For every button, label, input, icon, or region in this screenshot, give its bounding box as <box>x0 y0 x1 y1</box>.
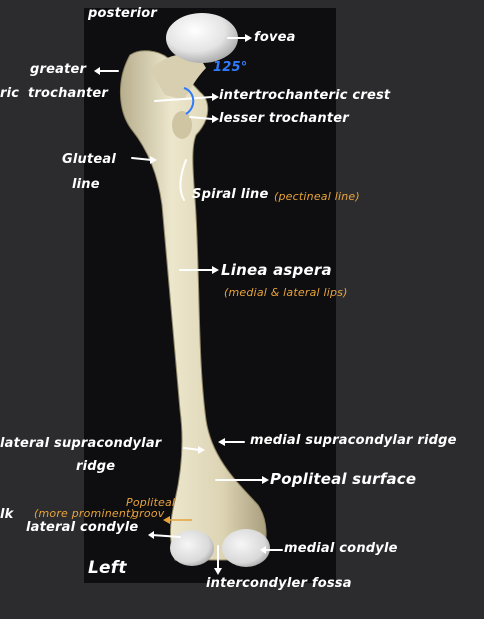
greater-trochanter-label-2: trochanter <box>28 86 108 101</box>
medial-condyle-shape <box>222 529 270 567</box>
more-prominent-label: (more prominent) <box>34 507 135 520</box>
greater-trochanter-label-1: greater <box>30 62 86 77</box>
angle-label: 125° <box>213 60 247 75</box>
lesser-trochanter-label: lesser trochanter <box>219 111 349 126</box>
gluteal-line-label-1: Gluteal <box>62 152 116 167</box>
lateral-condyle-label: lateral condyle <box>26 520 138 535</box>
edge-text-bottom: lk <box>0 507 14 522</box>
lateral-supracondylar-label-1: lateral supracondylar <box>0 436 161 451</box>
left-side-label: Left <box>88 558 127 578</box>
intertrochanteric-crest-label: intertrochanteric crest <box>219 88 390 103</box>
femur-bone <box>120 51 266 560</box>
medial-supracondylar-label: medial supracondylar ridge <box>250 433 457 448</box>
medial-condyle-label: medial condyle <box>284 541 398 556</box>
edge-text-top: ric <box>0 86 19 101</box>
lesser-trochanter-bump <box>172 111 192 139</box>
linea-aspera-label: Linea aspera <box>221 261 332 279</box>
spiral-line-label: Spiral line <box>192 187 268 202</box>
gluteal-line-label-2: line <box>72 177 100 192</box>
lateral-supracondylar-label-2: ridge <box>76 459 115 474</box>
pectineal-line-label: (pectineal line) <box>274 190 360 203</box>
linea-aspera-lips-label: (medial & lateral lips) <box>224 286 348 299</box>
fovea-label: fovea <box>254 30 296 45</box>
posterior-label: posterior <box>88 6 157 21</box>
intercondylar-fossa-label: intercondyler fossa <box>206 576 352 591</box>
popliteal-surface-label: Popliteal surface <box>270 470 416 488</box>
lateral-condyle-shape <box>170 530 214 566</box>
popliteal-groove-label-2: groov <box>132 507 164 520</box>
